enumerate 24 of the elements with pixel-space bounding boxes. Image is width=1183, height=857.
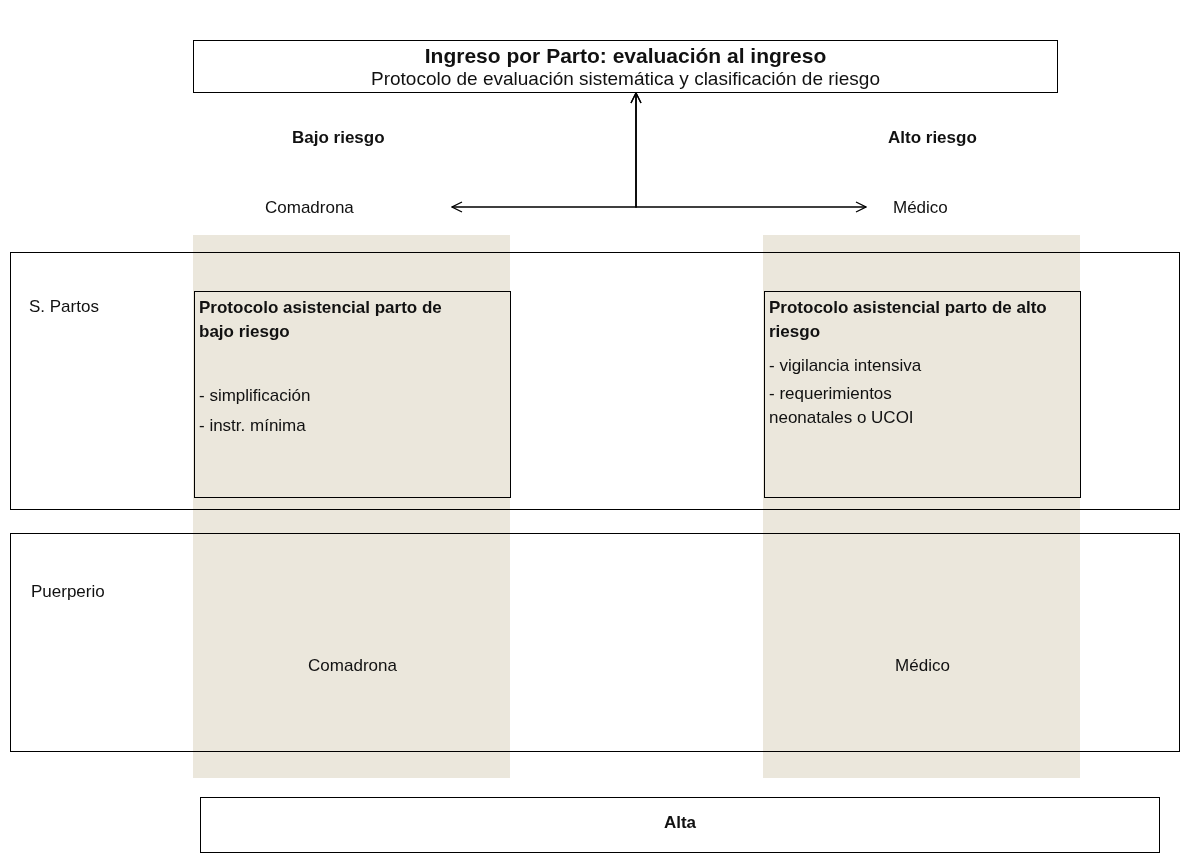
role-text: Comadrona [265,198,354,218]
lane-label: S. Partos [29,297,99,317]
role-text: Comadrona [307,656,398,676]
bullet-text: - simplificación [199,385,312,407]
box-title: Protocolo asistencial parto de alto riesgo [769,297,1048,343]
role-text: Médico [893,198,948,218]
process-box [193,40,1058,93]
bullet-text: - requerimientos neonatales o UCOI [769,383,915,429]
box-title: Protocolo asistencial parto de bajo riesgo [199,297,443,343]
protocol-box [764,291,1081,498]
box-title: Ingreso por Parto: evaluación al ingreso [423,44,828,68]
bullet-text: - vigilancia intensiva [769,355,923,377]
swimlane-band [10,252,1180,510]
bullet-text: - instr. mínima [199,415,307,437]
process-box [200,797,1160,853]
box-title: Alta [662,813,698,833]
arrow [630,92,867,213]
heading-text: Bajo riesgo [292,128,385,148]
lane-label: Puerperio [31,582,105,602]
box-subtitle: Protocolo de evaluación sistemática y clasificación de riesgo [369,68,881,90]
protocol-box [194,291,511,498]
role-text: Médico [894,656,951,676]
swimlane-band [10,533,1180,752]
heading-text: Alto riesgo [888,128,977,148]
